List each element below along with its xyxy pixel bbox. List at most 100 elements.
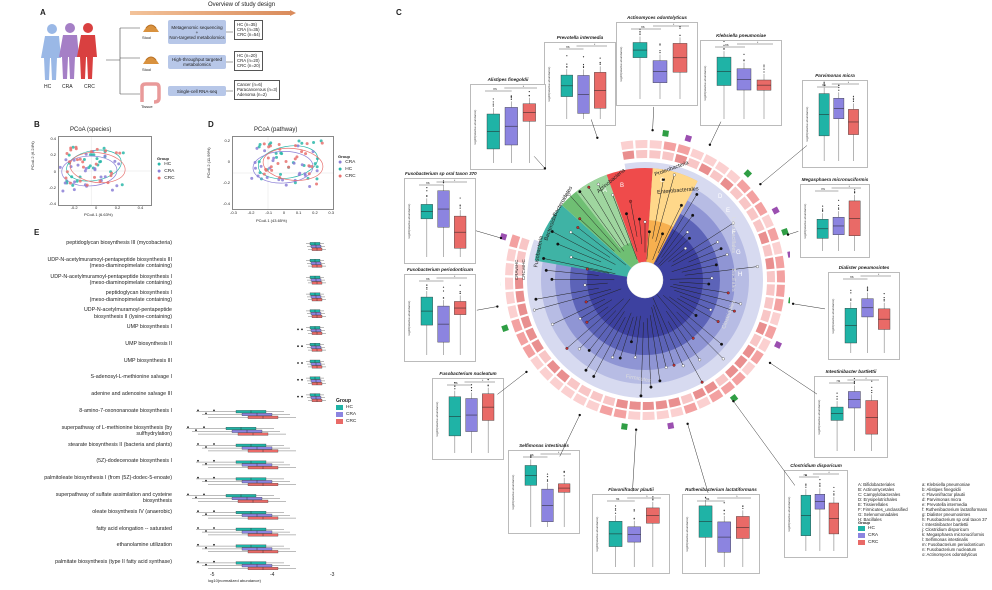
panel-e-legend: Group HC CRA CRC <box>336 398 356 425</box>
outlier-point <box>883 296 885 299</box>
sample-point <box>85 183 89 187</box>
confidence-ellipse <box>61 155 118 187</box>
sample-point <box>279 151 283 155</box>
outlier-point <box>301 362 303 364</box>
people-illustration <box>41 23 97 80</box>
tree-node <box>551 322 555 326</box>
tree-branch <box>568 194 621 253</box>
sample-point <box>81 160 85 164</box>
heat-cell <box>762 244 773 257</box>
tree-branch <box>566 298 624 349</box>
heat-cell <box>760 309 772 323</box>
tree-branch <box>681 264 717 273</box>
tree-branch <box>579 310 617 350</box>
sample-point <box>67 153 71 157</box>
outlier-point <box>854 191 856 193</box>
outlier-point <box>470 389 473 392</box>
d-ytick: -0.4 <box>223 201 230 206</box>
tree-branch <box>672 222 734 263</box>
pathway-label: 8-amino-7-oxononanoate biosynthesis I <box>79 408 172 414</box>
pathway-label: stearate biosynthesis II (bacteria and p… <box>68 441 172 448</box>
outlier-point <box>723 513 725 515</box>
tree-branch <box>651 307 667 368</box>
heat-cell <box>556 369 570 383</box>
panel-b-label: B <box>34 120 40 129</box>
heat-cell <box>765 257 775 270</box>
firmicutes-ring <box>587 222 703 338</box>
outlier-point <box>213 560 215 563</box>
sample-point <box>63 181 67 185</box>
sample-point <box>78 179 82 183</box>
sample-point <box>271 159 275 163</box>
tree-node <box>625 212 628 216</box>
heat-cell <box>518 237 530 251</box>
sample-point <box>266 156 270 160</box>
method-scrnaseq: Single-cell RNA-seq <box>168 86 226 96</box>
heat-cell <box>676 144 691 156</box>
outlier-point <box>301 395 303 398</box>
heat-cell <box>774 255 785 269</box>
sample-point <box>257 145 261 149</box>
panel-a-label: A <box>40 8 46 17</box>
heat-cell <box>613 408 627 419</box>
outlier-point <box>301 378 303 381</box>
outlier-point <box>213 543 215 546</box>
sample-point <box>253 160 257 164</box>
outlier-point <box>833 494 835 496</box>
panel-c-legend: Group HC CRA CRC <box>858 520 878 546</box>
d-xtick: -0.2 <box>247 210 255 215</box>
outlier-point <box>723 48 725 50</box>
significance-label: * <box>558 451 560 455</box>
outlier-point <box>639 32 641 34</box>
tree-node <box>707 282 711 286</box>
outlier-point <box>197 476 199 479</box>
legend-label: CRA <box>164 169 175 174</box>
heat-cell <box>515 277 524 290</box>
sample-point <box>76 163 80 167</box>
tree-node <box>719 247 723 251</box>
tree-node <box>688 236 691 240</box>
outlier-point <box>614 509 617 511</box>
significance-label: ns <box>530 453 534 457</box>
key-entry: o: Actinomyces odontolyticus <box>922 552 978 557</box>
species-ylabel: log10(relative abundance) <box>595 517 599 552</box>
sample-point <box>102 146 106 150</box>
outlier-point <box>822 209 824 211</box>
e-xtick: -3 <box>330 572 335 578</box>
key-entry: h: Fusobacterium sp oral taxon 37 <box>922 517 987 522</box>
group-marker <box>743 169 753 178</box>
heat-cell <box>761 214 774 229</box>
outlier-point <box>297 362 299 364</box>
significance-label: ns <box>454 381 458 385</box>
outlier-point <box>822 208 824 210</box>
tree-branch <box>634 315 641 358</box>
sample-point <box>258 142 262 146</box>
species-boxplot-title: Selfimonas intestinalis <box>519 443 569 448</box>
heat-cell <box>734 355 748 369</box>
outlier-point <box>743 59 745 61</box>
tree-branch <box>655 194 698 263</box>
panel-c-label: C <box>396 8 402 17</box>
pathway-label: palmitate biosynthesis (type II fatty ac… <box>55 559 172 566</box>
tree-node <box>567 192 571 196</box>
outlier-point <box>833 490 835 492</box>
tree-branch <box>534 288 612 311</box>
outlier-point <box>819 482 821 484</box>
heat-cell <box>736 179 751 194</box>
species-ylabel: log10(relative abundance) <box>703 66 707 101</box>
sample-point <box>294 144 298 148</box>
tree-branch <box>649 315 661 381</box>
species-boxplot-title: Megasphaera micronuciformis <box>801 177 869 182</box>
tree-node <box>681 364 685 368</box>
tree-node <box>725 253 729 257</box>
tree-node <box>578 317 582 321</box>
method-metagenomic: Metagenomic sequencing + Non-targeted me… <box>168 20 226 44</box>
e-xtick: -4 <box>270 572 275 578</box>
tree-branch <box>639 219 642 245</box>
key-entry: e: Prevotella intermedia <box>922 502 968 507</box>
d-xtick: -0.1 <box>265 210 273 215</box>
species-boxplot-title: Clostridium disporicum <box>790 463 842 468</box>
pathway-boxplot-panel: peptidoglycan biosynthesis III (mycobact… <box>36 238 336 574</box>
